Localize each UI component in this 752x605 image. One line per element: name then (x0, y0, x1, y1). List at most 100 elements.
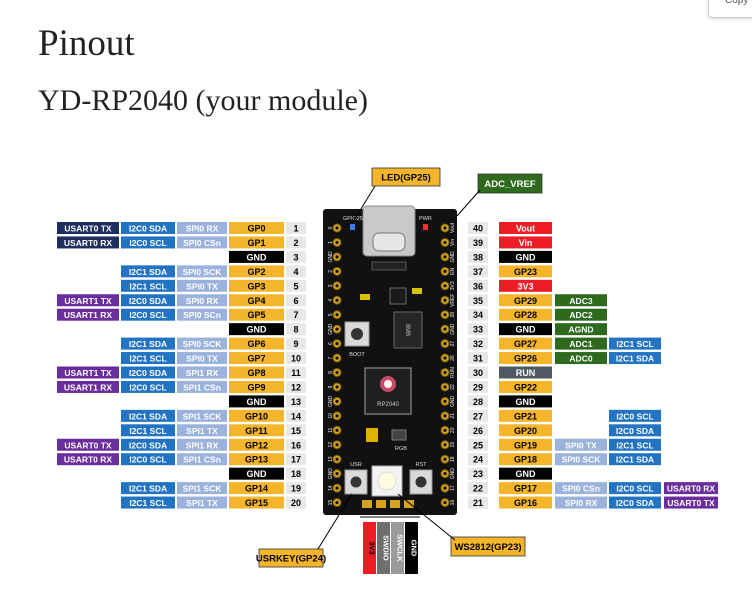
left-func-6-1-bg (121, 294, 175, 307)
left-num-5-label: 5 (293, 281, 298, 291)
board-component (391, 429, 407, 441)
right-num-33-bg (468, 323, 488, 336)
left-func-16-0-bg (57, 438, 119, 451)
usr-button-cap[interactable] (350, 476, 362, 488)
left-num-18-label: 18 (291, 469, 301, 479)
rp2040-label: RP2040 (377, 402, 399, 408)
right-num-40-label: 40 (473, 224, 483, 234)
right-func-24-1-bg (609, 453, 661, 466)
right-num-31-label: 31 (473, 354, 483, 364)
left-pin-18-label: GND (247, 469, 268, 479)
debug-header-bg (363, 522, 376, 574)
right-num-36-label: 36 (473, 281, 483, 291)
left-pin-6: GP4 (229, 294, 284, 307)
right-pin-36-label: 3V3 (517, 281, 533, 291)
board-pin-label: 4 (328, 299, 334, 302)
led-gpio25 (350, 224, 355, 230)
board-pin-label: GND (450, 395, 456, 407)
left-func-1-1: I2C0 SDA (121, 222, 175, 234)
callout-adc-vref-bg (477, 173, 543, 194)
left-pin-16: GP12 (229, 438, 284, 451)
board-pin-label: VREF (450, 294, 456, 307)
boot-button-cap[interactable] (351, 328, 363, 340)
pin-hole-center (335, 399, 339, 403)
right-pin-23: GND (499, 467, 552, 480)
left-func-7-1: I2C0 SCL (121, 308, 175, 321)
callout-led-bg (371, 167, 441, 187)
board-pin-label: 27 (450, 341, 456, 347)
right-num-25-label: 25 (473, 440, 483, 450)
left-num-8-label: 8 (293, 325, 298, 335)
left-func-17-2-label: SPI1 CSn (183, 455, 221, 465)
left-func-2-0-bg (57, 236, 119, 249)
right-pin-23-label: GND (516, 469, 537, 479)
pin-hole-center (335, 457, 339, 461)
left-pin-5-bg (229, 279, 284, 292)
right-func-22-2-label: USART0 RX (667, 484, 716, 494)
callout-adc-line (456, 189, 481, 217)
left-func-7-1-label: I2C0 SCL (129, 310, 166, 320)
left-num-6-label: 6 (293, 296, 298, 306)
right-num-29-label: 29 (473, 382, 483, 392)
right-func-31-0-bg (555, 352, 607, 365)
left-pin-6-label: GP4 (247, 296, 265, 306)
left-num-11: 11 (286, 366, 306, 379)
right-func-24-0-bg (555, 453, 607, 466)
left-num-11-label: 11 (291, 368, 301, 378)
right-num-25: 25 (468, 438, 488, 451)
left-pin-7: GP5 (229, 308, 284, 321)
right-num-36-bg (468, 279, 488, 292)
right-pin-22-bg (499, 482, 552, 495)
left-func-10-2: SPI0 TX (177, 352, 227, 365)
right-pin-27-label: GP21 (514, 411, 537, 421)
right-num-39: 39 (468, 236, 488, 249)
left-pin-5: GP3 (229, 279, 284, 292)
right-func-25-0-bg (555, 438, 607, 451)
right-num-38: 38 (468, 250, 488, 263)
right-pin-24-bg (499, 453, 552, 466)
left-func-11-1-label: I2C0 SDA (129, 368, 167, 378)
left-pin-19-bg (229, 482, 284, 495)
left-num-19: 19 (286, 482, 306, 495)
board-pin-label: GND (450, 468, 456, 480)
left-func-4-2-label: SPI0 SCK (183, 267, 223, 277)
pin-hole-center (335, 342, 339, 346)
board-smd (412, 288, 422, 294)
right-num-24-label: 24 (473, 455, 483, 465)
left-num-3-bg (286, 250, 306, 263)
right-num-21-bg (468, 496, 488, 509)
left-pin-17: GP13 (229, 453, 284, 466)
left-func-15-2: SPI1 TX (177, 424, 227, 437)
board-pin-label: RUN (450, 367, 456, 378)
left-num-15-label: 15 (291, 426, 301, 436)
right-func-21-0-label: SPI0 RX (565, 498, 598, 508)
right-pin-28: GND (499, 395, 552, 408)
left-func-2-2: SPI0 CSn (177, 236, 227, 249)
right-num-23-label: 23 (473, 469, 483, 479)
left-func-9-2: SPI0 SCK (177, 337, 227, 350)
copy-button[interactable]: Copy (708, 0, 752, 18)
left-pin-19: GP14 (229, 482, 284, 495)
right-func-32-1: I2C1 SCL (609, 337, 661, 350)
right-pin-26: GP20 (499, 424, 552, 437)
pin-hole-center (335, 472, 339, 476)
left-func-16-2-label: SPI1 RX (186, 440, 219, 450)
left-pin-9: GP6 (229, 337, 284, 350)
right-pin-26-bg (499, 424, 552, 437)
left-pin-20-label: GP15 (245, 498, 268, 508)
left-func-16-2: SPI1 RX (177, 438, 227, 451)
right-pin-27-bg (499, 409, 552, 422)
right-func-32-0-label: ADC1 (569, 339, 592, 349)
right-num-40-bg (468, 222, 488, 234)
left-pin-10-label: GP7 (247, 354, 265, 364)
left-num-7: 7 (286, 308, 306, 321)
callout-usrkey-label: USRKEY(GP24) (256, 554, 326, 565)
left-func-14-1-bg (121, 409, 175, 422)
left-num-9-bg (286, 337, 306, 350)
rst-button-cap[interactable] (415, 476, 427, 488)
right-pin-27: GP21 (499, 409, 552, 422)
right-func-31-0-label: ADC0 (569, 354, 592, 364)
left-func-12-0: USART1 RX (57, 380, 119, 393)
right-pin-38: GND (499, 250, 552, 263)
right-func-34-0-bg (555, 308, 607, 321)
